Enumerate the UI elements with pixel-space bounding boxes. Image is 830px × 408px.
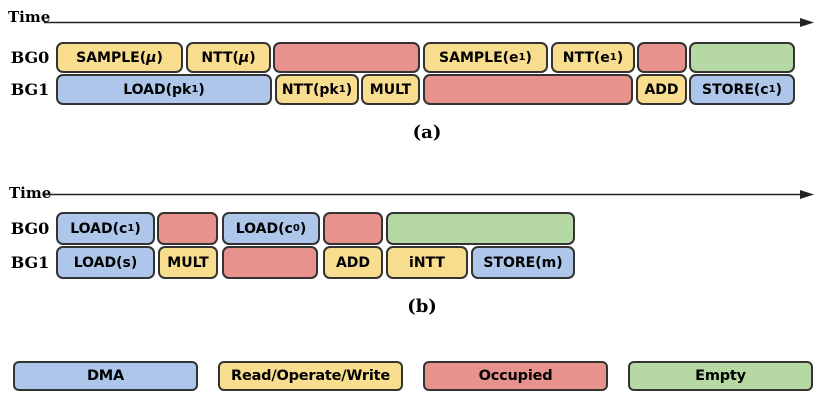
task-box-sample-a: SAMPLE(μ) <box>56 42 183 73</box>
time-arrow-b <box>44 190 814 199</box>
time-axis-label-b: Time <box>9 184 52 202</box>
task-box-add-a: ADD <box>636 74 687 105</box>
figure-b-caption: (b) <box>407 296 437 317</box>
task-box-ntt-a: NTT(μ) <box>186 42 271 73</box>
figure-a-caption: (a) <box>412 122 442 143</box>
task-box-occupied-a <box>637 42 687 73</box>
row-label-bg1-a: BG1 <box>10 79 50 99</box>
task-box-empty-a <box>689 42 795 73</box>
task-box-add-b: ADD <box>323 246 383 279</box>
task-box-intt-b: iNTT <box>386 246 468 279</box>
task-box-occupied-b <box>157 212 218 245</box>
task-box-load-s-b: LOAD(s) <box>56 246 155 279</box>
task-box-mult-b: MULT <box>158 246 218 279</box>
task-box-occupied-a <box>423 74 633 105</box>
time-arrow-a <box>44 18 814 27</box>
legend-item-dma: DMA <box>13 361 198 391</box>
time-axis-label-a: Time <box>8 8 51 26</box>
task-box-occupied-b <box>323 212 383 245</box>
task-box-occupied-b <box>222 246 318 279</box>
row-label-bg0-a: BG0 <box>10 47 50 67</box>
legend-item-occupied: Occupied <box>423 361 608 391</box>
task-box-store-m-b: STORE(m) <box>471 246 575 279</box>
task-box-empty-b <box>386 212 575 245</box>
row-label-bg0-b: BG0 <box>10 218 50 238</box>
task-box-occupied-a <box>273 42 420 73</box>
row-label-bg1-b: BG1 <box>10 252 50 272</box>
legend-item-read-operate-write: Read/Operate/Write <box>218 361 403 391</box>
legend-item-empty: Empty <box>628 361 813 391</box>
task-box-mult-a: MULT <box>361 74 420 105</box>
